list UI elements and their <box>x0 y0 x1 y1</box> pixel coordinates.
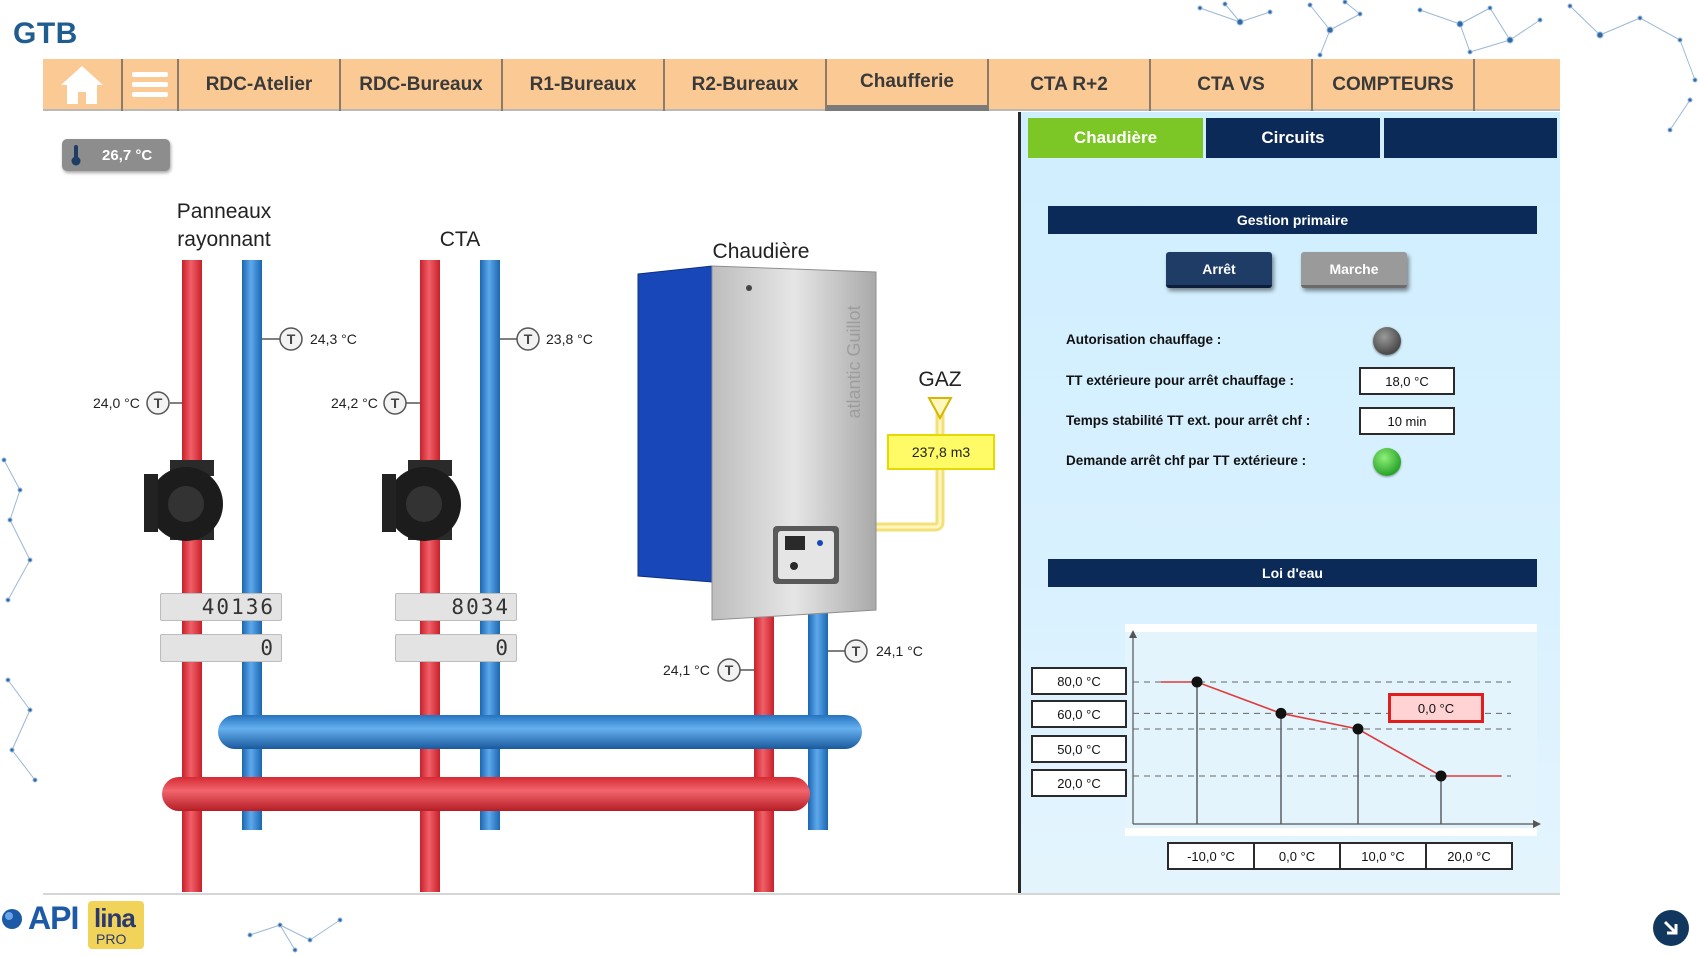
outdoor-temp-badge: 26,7 °C <box>62 139 170 171</box>
home-icon <box>61 66 103 104</box>
app-title: GTB <box>13 17 78 50</box>
tab-empty[interactable] <box>1384 118 1557 158</box>
collector-return <box>218 715 862 749</box>
pump-2-icon <box>382 460 461 541</box>
svg-text:T: T <box>391 395 400 411</box>
hamburger-menu-icon <box>132 72 168 97</box>
water-law-point-3 <box>1352 723 1364 735</box>
arrow-down-right-icon <box>1663 920 1678 935</box>
tab-rdc-bureaux[interactable]: RDC-Bureaux <box>341 59 503 111</box>
boiler-title: Chaudière <box>712 240 810 263</box>
start-button[interactable]: Marche <box>1301 252 1407 288</box>
svg-text:T: T <box>154 395 163 411</box>
lina-logo-text: lina <box>94 903 136 933</box>
tab-compteurs[interactable]: COMPTEURS <box>1313 59 1475 111</box>
water-law-point-1 <box>1191 676 1203 688</box>
y-box-1[interactable]: 80,0 °C <box>1031 667 1127 695</box>
svg-text:T: T <box>524 331 533 347</box>
api-logo: API <box>0 900 79 937</box>
network-decoration-bottom-icon <box>247 917 343 953</box>
tab-rdc-atelier[interactable]: RDC-Atelier <box>179 59 341 111</box>
group2-return-temp: 23,8 °C <box>546 331 593 347</box>
tab-r2-bureaux[interactable]: R2-Bureaux <box>665 59 827 111</box>
pipe-boiler-supply <box>754 612 774 892</box>
stop-request-indicator <box>1373 448 1401 476</box>
gas-valve-icon <box>927 397 953 421</box>
group1-title-line2: rayonnant <box>177 228 271 251</box>
tab-circuits[interactable]: Circuits <box>1206 118 1380 158</box>
tab-cta-r2[interactable]: CTA R+2 <box>989 59 1151 111</box>
sensor-boiler-return <box>844 639 868 663</box>
api-logo-text: API <box>28 900 79 936</box>
sensor-boiler-supply <box>717 658 741 682</box>
stability-time-label: Temps stabilité TT ext. pour arrêt chf : <box>1066 413 1311 428</box>
group1-return-temp: 24,3 °C <box>310 331 357 347</box>
control-panel: Chaudière Circuits Gestion primaire Arrê… <box>1018 112 1560 894</box>
boiler-return-temp: 24,1 °C <box>876 643 923 659</box>
pipe-return-2 <box>480 260 500 830</box>
footer-divider <box>43 893 1560 895</box>
api-globe-icon <box>2 908 22 929</box>
group1-counter-1: 40136 <box>160 593 282 621</box>
stop-button[interactable]: Arrêt <box>1166 252 1272 288</box>
x-box-2[interactable]: 0,0 °C <box>1253 842 1341 870</box>
water-law-chart <box>1125 624 1541 836</box>
collector-supply <box>162 777 810 811</box>
outdoor-temp-stop-value[interactable]: 18,0 °C <box>1359 367 1455 395</box>
hydraulic-schema: atlantic Guillot T T T T T T <box>0 112 1018 892</box>
pipe-supply-1 <box>182 260 202 892</box>
outdoor-temp-value: 26,7 °C <box>102 146 153 164</box>
sensor-1-supply <box>146 391 170 415</box>
heating-authorization-indicator <box>1373 327 1401 355</box>
svg-text:T: T <box>287 331 296 347</box>
y-box-2[interactable]: 60,0 °C <box>1031 700 1127 728</box>
menu-button[interactable] <box>123 59 179 111</box>
x-box-3[interactable]: 10,0 °C <box>1339 842 1427 870</box>
boiler-brand-text: atlantic Guillot <box>844 305 864 418</box>
lina-logo-sub: PRO <box>96 931 127 947</box>
water-law-point-4 <box>1435 770 1447 782</box>
gas-title: GAZ <box>918 368 962 391</box>
pipe-return-1 <box>242 260 262 830</box>
boiler-supply-temp: 24,1 °C <box>663 662 710 678</box>
water-law-point-2 <box>1275 707 1287 719</box>
stop-request-label: Demande arrêt chf par TT extérieure : <box>1066 453 1307 468</box>
piping-diagram: atlantic Guillot T T T T T T <box>144 260 953 892</box>
corner-arrow-button[interactable] <box>1653 910 1689 946</box>
tab-r1-bureaux[interactable]: R1-Bureaux <box>503 59 665 111</box>
thermometer-icon <box>71 145 81 166</box>
tab-chaufferie[interactable]: Chaufferie <box>827 59 989 111</box>
main-navbar: RDC-Atelier RDC-Bureaux R1-Bureaux R2-Bu… <box>43 59 1560 111</box>
group1-title-line1: Panneaux <box>176 200 272 223</box>
y-box-4[interactable]: 20,0 °C <box>1031 769 1127 797</box>
group1-title: Panneaux rayonnant <box>164 198 284 254</box>
svg-text:T: T <box>725 662 734 678</box>
water-law-header: Loi d'eau <box>1048 559 1537 587</box>
heating-authorization-label: Autorisation chauffage : <box>1066 332 1222 347</box>
y-box-3[interactable]: 50,0 °C <box>1031 735 1127 763</box>
water-law-line <box>1161 681 1501 777</box>
outdoor-temp-stop-label: TT extérieure pour arrêt chauffage : <box>1066 373 1295 388</box>
tab-chaudiere[interactable]: Chaudière <box>1028 118 1203 158</box>
x-box-4[interactable]: 20,0 °C <box>1425 842 1513 870</box>
current-setpoint: 0,0 °C <box>1388 693 1484 723</box>
primary-management-header: Gestion primaire <box>1048 206 1537 234</box>
group2-counter-1: 8034 <box>395 593 517 621</box>
svg-text:T: T <box>852 643 861 659</box>
lina-logo: lina PRO <box>88 901 144 949</box>
x-box-1[interactable]: -10,0 °C <box>1167 842 1255 870</box>
stability-time-value[interactable]: 10 min <box>1359 407 1455 435</box>
sensor-1-return <box>279 327 303 351</box>
sensor-2-supply <box>383 391 407 415</box>
group2-counter-2: 0 <box>395 634 517 662</box>
group2-title: CTA <box>439 228 481 251</box>
group1-supply-temp: 24,0 °C <box>93 395 140 411</box>
home-button[interactable] <box>43 59 123 111</box>
group1-counter-2: 0 <box>160 634 282 662</box>
group2-supply-temp: 24,2 °C <box>331 395 378 411</box>
sensor-2-return <box>516 327 540 351</box>
pump-1-icon <box>144 460 223 541</box>
tab-cta-vs[interactable]: CTA VS <box>1151 59 1313 111</box>
gas-volume: 237,8 m3 <box>887 434 995 470</box>
